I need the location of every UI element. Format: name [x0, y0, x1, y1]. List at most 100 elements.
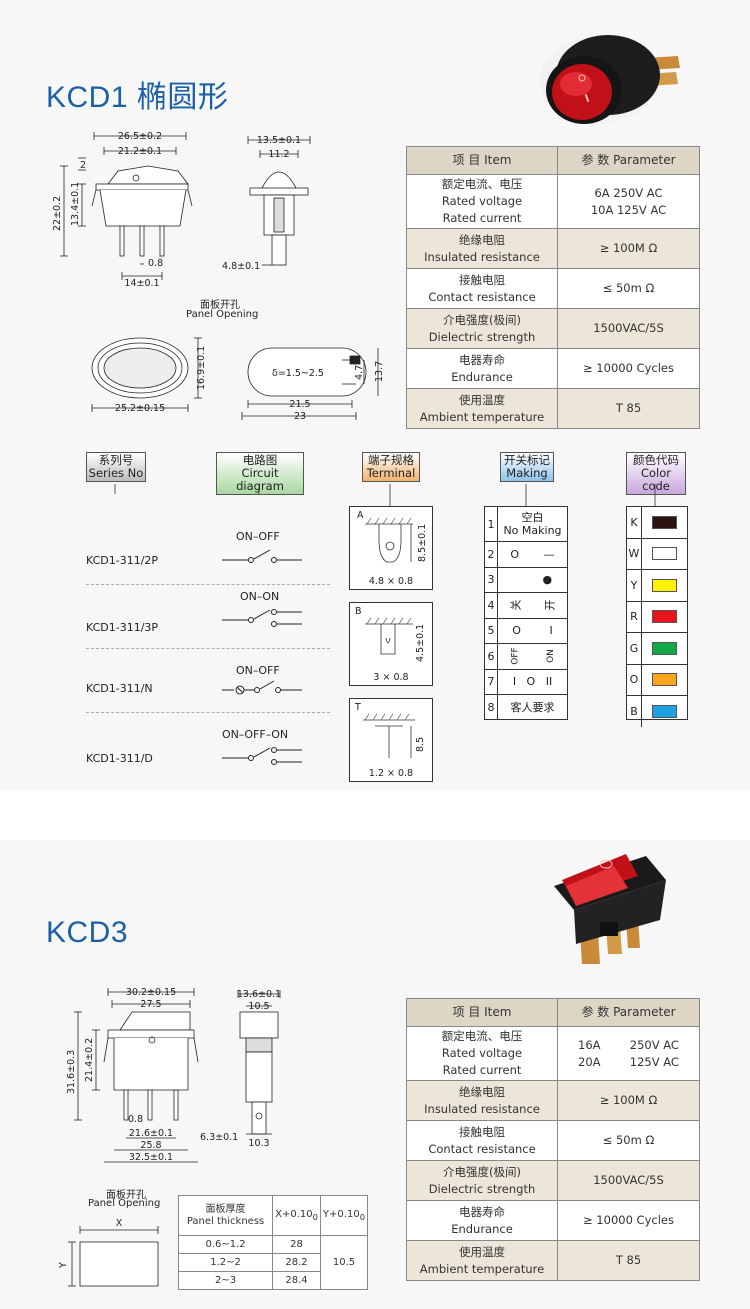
kcd3-product-photo — [554, 854, 666, 964]
section-divider — [0, 790, 750, 840]
kcd3-panel-drawing: X Y — [58, 1218, 159, 1287]
terminal-a-dim: 8.5±0.1 — [417, 524, 428, 562]
thick-x-2: 28.2 — [272, 1253, 321, 1272]
kcd3-dim-h-body: 21.4±0.2 — [84, 1038, 95, 1082]
tag-connectors — [114, 484, 656, 506]
terminal-box-t: T 8.5 1.2 × 0.8 — [349, 698, 433, 782]
kcd1-dim-w-outer: 26.5±0.2 — [118, 131, 162, 142]
kcd3-dim-w-inner: 27.5 — [140, 999, 161, 1010]
kcd3-dim-pin-w: 0.8 — [128, 1114, 143, 1125]
kcd3-panel-opening-cn: 面板开孔 — [106, 1190, 146, 1201]
kcd1-panel-w1: 21.5 — [289, 399, 310, 410]
spec-val-insulated: ≥ 100M Ω — [557, 228, 700, 269]
terminal-b-letter: B — [355, 606, 362, 617]
color-swatch — [652, 578, 677, 592]
series-model-2: KCD1-311/3P — [86, 621, 159, 634]
kcd1-side-pin: 4.8±0.1 — [222, 261, 260, 272]
kcd3-dim-w-outer: 30.2±0.15 — [126, 987, 176, 998]
spec-val-temperature: T 85 — [557, 1240, 700, 1281]
kcd1-dim-h-total: 22±0.2 — [52, 196, 63, 231]
circuit-symbol-4 — [222, 747, 302, 765]
kcd3-side-inner: 10.5 — [248, 1001, 269, 1012]
color-swatch — [652, 610, 677, 624]
circuit-label-4: ON–OFF–ON — [222, 728, 289, 741]
spec-val-contact: ≤ 50m Ω — [557, 268, 700, 309]
kcd3-side-pin: 6.3±0.1 — [200, 1132, 238, 1143]
kcd1-side-w: 13.5±0.1 — [257, 135, 301, 146]
spec-val-dielectric: 1500VAC/5S — [557, 308, 700, 349]
terminal-a-letter: A — [357, 510, 364, 521]
series-model-4: KCD1-311/D — [86, 752, 153, 765]
spec-val-dielectric: 1500VAC/5S — [557, 1160, 700, 1201]
kcd1-panel-h2: 13.7 — [374, 361, 385, 382]
spec-head-param: 参 数 Parameter — [557, 146, 700, 175]
kcd1-dim-w-inner: 21.2±0.1 — [118, 146, 162, 157]
circuit-label-2: ON–ON — [240, 590, 280, 603]
color-row-w: W — [627, 538, 687, 570]
spec-head-item: 项 目 Item — [406, 998, 558, 1027]
kcd1-oval-h: 16.9±0.1 — [196, 346, 207, 390]
thick-x-3: 28.4 — [272, 1271, 321, 1290]
spec-head-item: 项 目 Item — [406, 146, 558, 175]
circuit-label-3: ON–OFF — [236, 664, 280, 677]
terminal-box-b: B 4.5±0.1 3 × 0.8 — [349, 602, 433, 686]
separator — [86, 712, 330, 713]
color-swatch — [652, 641, 677, 655]
kcd3-front-drawing: 30.2±0.15 27.5 31.6±0.3 21.4±0.2 0.8 21.… — [66, 987, 199, 1163]
color-swatch — [652, 515, 677, 529]
color-row-o: O — [627, 664, 687, 696]
terminal-a-size: 4.8 × 0.8 — [369, 576, 413, 587]
thick-row-2: 1.2~2 — [177, 1253, 274, 1272]
kcd1-panel-h1: 4.7 — [354, 365, 365, 380]
kcd1-oval-w: 25.2±0.15 — [115, 403, 165, 414]
spec-head-param: 参 数 Parameter — [557, 998, 700, 1027]
kcd1-side-drawing: 13.5±0.1 11.2 4.8±0.1 — [222, 135, 311, 272]
spec-val-endurance: ≥ 10000 Cycles — [557, 348, 700, 389]
spec-row-dielectric: 介电强度(极间)Dielectric strength — [406, 1160, 558, 1201]
series-model-3: KCD1-311/N — [86, 682, 153, 695]
kcd1-panel-delta: δ=1.5~2.5 — [272, 368, 324, 379]
color-row-b: B — [627, 696, 687, 727]
kcd1-dim-pin-pitch: 14±0.1 — [124, 278, 159, 289]
color-row-g: G — [627, 633, 687, 665]
kcd1-panel-w2: 23 — [294, 411, 306, 422]
kcd3-dim-pin-pitch: 21.6±0.1 — [129, 1128, 173, 1139]
kcd1-dim-h-body: 13.4±0.1 — [70, 182, 81, 226]
thick-row-1: 0.6~1.2 — [177, 1235, 274, 1254]
spec-val-temperature: T 85 — [557, 388, 700, 429]
thick-x-1: 28 — [272, 1235, 321, 1254]
spec-val-insulated: ≥ 100M Ω — [557, 1080, 700, 1121]
kcd1-oval-drawing: 25.2±0.15 16.9±0.1 — [91, 337, 207, 414]
thick-head-y: Y+0.100 — [319, 1195, 369, 1236]
spec-val-contact: ≤ 50m Ω — [557, 1120, 700, 1161]
thick-row-3: 2~3 — [177, 1271, 274, 1290]
kcd3-side-base: 10.3 — [248, 1138, 269, 1149]
separator — [86, 584, 330, 585]
circuit-symbol-1 — [222, 549, 302, 563]
